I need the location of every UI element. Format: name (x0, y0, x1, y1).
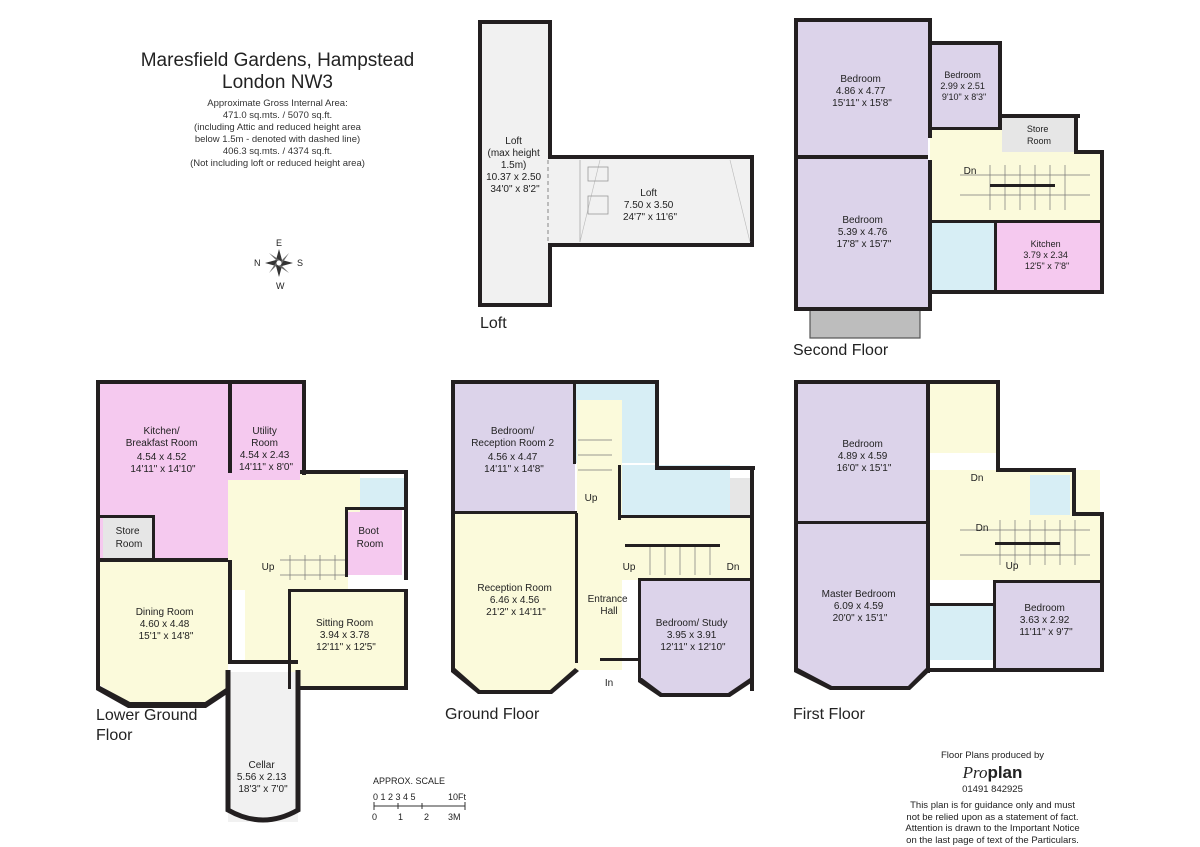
room-label-loft-b: Loft 7.50 x 3.50 24'7" x 11'6" (623, 188, 678, 223)
scale-m3: 3M (448, 812, 461, 822)
room-label-loft-a: Loft (max height 1.5m) 10.37 x 2.50 34'0… (486, 136, 544, 195)
room-label-lg-store: Store Room (116, 526, 143, 550)
area-line: (Not including loft or reduced height ar… (190, 158, 365, 169)
disclaimer-line: This plan is for guidance only and must (910, 800, 1075, 811)
scale-title: APPROX. SCALE (373, 776, 445, 786)
logo-part-plan: plan (987, 762, 1023, 782)
area-line: below 1.5m - denoted with dashed line) (194, 134, 361, 145)
phone-number: 01491 842925 (962, 783, 1023, 795)
disclaimer-line: Attention is drawn to the Important Noti… (905, 823, 1080, 834)
floor-title-lower-ground-2: Floor (96, 727, 133, 744)
scale-m2: 2 (424, 812, 429, 822)
room-label-sf-bedroom-2: Bedroom 2.99 x 2.51 9'10" x 8'3" (940, 70, 987, 102)
lower-ground-plan (96, 380, 408, 823)
scale-m1: 1 (398, 812, 403, 822)
stair-dn-first-1: Dn (971, 473, 984, 484)
room-label-ff-master-bedroom: Master Bedroom 6.09 x 4.59 20'0" x 15'1" (822, 589, 899, 624)
proplan-logo: Proplan (890, 762, 1095, 784)
stair-up-first: Up (1006, 561, 1019, 572)
property-title-line-2: London NW3 (222, 72, 333, 93)
scale-feet-end: 10Ft (448, 792, 467, 802)
room-label-sf-bedroom-1: Bedroom 4.86 x 4.77 15'11" x 15'8" (832, 74, 892, 109)
stair-dn-first-2: Dn (976, 523, 989, 534)
property-header: Maresfield Gardens, Hampstead London NW3… (130, 50, 425, 170)
floor-title-first: First Floor (793, 706, 866, 723)
area-line: (including Attic and reduced height area (194, 122, 361, 133)
area-line: Approximate Gross Internal Area: (207, 98, 348, 109)
room-label-gf-entrance-hall: Entrance Hall (588, 594, 631, 617)
property-title-line-1: Maresfield Gardens, Hampstead (140, 50, 415, 71)
scale-m0: 0 (372, 812, 377, 822)
area-line: 471.0 sq.mts. / 5070 sq.ft. (222, 110, 333, 121)
compass-w: W (276, 281, 285, 291)
compass-s: S (297, 258, 303, 268)
floor-title-loft: Loft (480, 315, 507, 332)
room-label-ff-bedroom-1: Bedroom 4.89 x 4.59 16'0" x 15'1" (837, 439, 892, 474)
floor-title-lower-ground-1: Lower Ground (96, 707, 197, 724)
floor-title-ground: Ground Floor (445, 706, 540, 723)
room-label-gf-reception: Reception Room 6.46 x 4.56 21'2" x 14'11… (477, 583, 554, 618)
scale-feet-ticks: 0 1 2 3 4 5 (373, 792, 416, 802)
room-label-sf-store: Store Room (1027, 124, 1051, 146)
room-label-lg-dining: Dining Room 4.60 x 4.48 15'1" x 14'8" (136, 607, 197, 642)
room-label-sf-bedroom-3: Bedroom 5.39 x 4.76 17'8" x 15'7" (837, 215, 892, 250)
stair-up-ground-1: Up (585, 493, 598, 504)
stair-dn-ground: Dn (727, 562, 740, 573)
room-label-ff-bedroom-2: Bedroom 3.63 x 2.92 11'11" x 9'7" (1019, 603, 1073, 638)
logo-part-pro: Pro (962, 762, 988, 782)
room-label-lg-utility: Utility Room 4.54 x 2.43 14'11" x 8'0" (239, 426, 294, 473)
room-label-lg-boot: Boot Room (357, 526, 384, 550)
first-floor-plan (794, 380, 1104, 690)
floor-title-second: Second Floor (793, 342, 889, 359)
ground-floor-plan (451, 380, 755, 697)
room-label-lg-kitchen: Kitchen/ Breakfast Room 4.54 x 4.52 14'1… (126, 426, 200, 475)
disclaimer-line: not be relied upon as a statement of fac… (906, 811, 1079, 823)
loft-plan (478, 20, 754, 307)
scale-bar: APPROX. SCALE 0 1 2 3 4 5 10Ft 0 1 2 3M (372, 776, 467, 822)
room-label-lg-cellar: Cellar 5.56 x 2.13 18'3" x 7'0" (237, 760, 289, 795)
credit-block: Floor Plans produced by Proplan 01491 84… (890, 750, 1095, 846)
produced-by-text: Floor Plans produced by (941, 750, 1044, 761)
gross-area-note: Approximate Gross Internal Area: 471.0 s… (130, 98, 425, 170)
second-floor-plan (794, 18, 1104, 339)
entrance-marker: In (605, 678, 613, 689)
compass-e: E (276, 238, 282, 248)
stair-dn-second: Dn (964, 166, 977, 177)
compass-n: N (254, 258, 261, 268)
compass-icon: N E S W (254, 238, 303, 291)
disclaimer: This plan is for guidance only and must … (890, 800, 1095, 846)
disclaimer-line: on the last page of text of the Particul… (906, 834, 1079, 846)
room-label-gf-study: Bedroom/ Study 3.95 x 3.91 12'11" x 12'1… (656, 618, 731, 653)
room-label-sf-kitchen: Kitchen 3.79 x 2.34 12'5" x 7'8" (1023, 239, 1070, 271)
room-label-lg-sitting: Sitting Room 3.94 x 3.78 12'11" x 12'5" (316, 618, 376, 653)
stair-up-ground-2: Up (623, 562, 636, 573)
area-line: 406.3 sq.mts. / 4374 sq.ft. (222, 146, 333, 157)
stair-up-lower-ground: Up (262, 562, 275, 573)
room-label-gf-bedroom-reception-2: Bedroom/ Reception Room 2 4.56 x 4.47 14… (471, 426, 557, 475)
